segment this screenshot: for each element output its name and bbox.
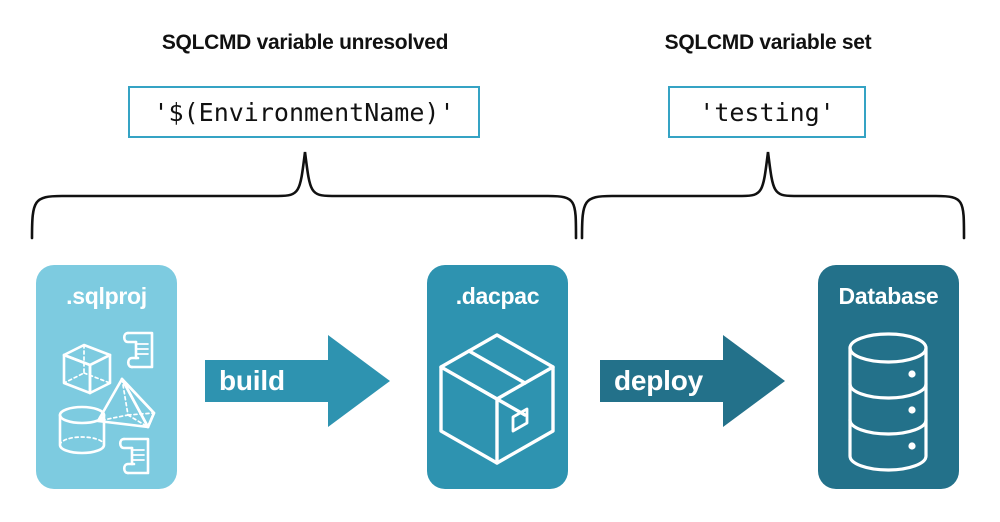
panel-database[interactable]: Database [818, 265, 959, 489]
panel-label-database: Database [838, 283, 939, 309]
arrow-deploy: deploy [600, 333, 785, 429]
brace-unresolved-icon [30, 151, 578, 240]
deploy-arrow-icon [600, 335, 785, 427]
arrow-build: build [205, 333, 390, 429]
panel-label-dacpac: .dacpac [455, 283, 540, 309]
shapes-and-scripts-icon [58, 331, 156, 475]
value-text-environment-name: '$(EnvironmentName)' [153, 97, 455, 127]
value-text-testing: 'testing' [699, 97, 835, 127]
package-box-icon [439, 333, 555, 465]
panel-art-database [818, 317, 959, 489]
panel-art-dacpac [427, 317, 568, 489]
panel-art-sqlproj [36, 317, 177, 489]
group-heading-set: SQLCMD variable set [664, 31, 872, 54]
group-heading-unresolved: SQLCMD variable unresolved [161, 31, 449, 54]
panel-sqlproj[interactable]: .sqlproj [36, 265, 177, 489]
brace-set-icon [580, 151, 966, 240]
panel-dacpac[interactable]: .dacpac [427, 265, 568, 489]
build-arrow-icon [205, 335, 390, 427]
value-box-environment-name: '$(EnvironmentName)' [128, 86, 480, 138]
panel-label-sqlproj: .sqlproj [66, 283, 147, 309]
database-cylinder-icon [848, 332, 928, 472]
value-box-testing: 'testing' [668, 86, 866, 138]
